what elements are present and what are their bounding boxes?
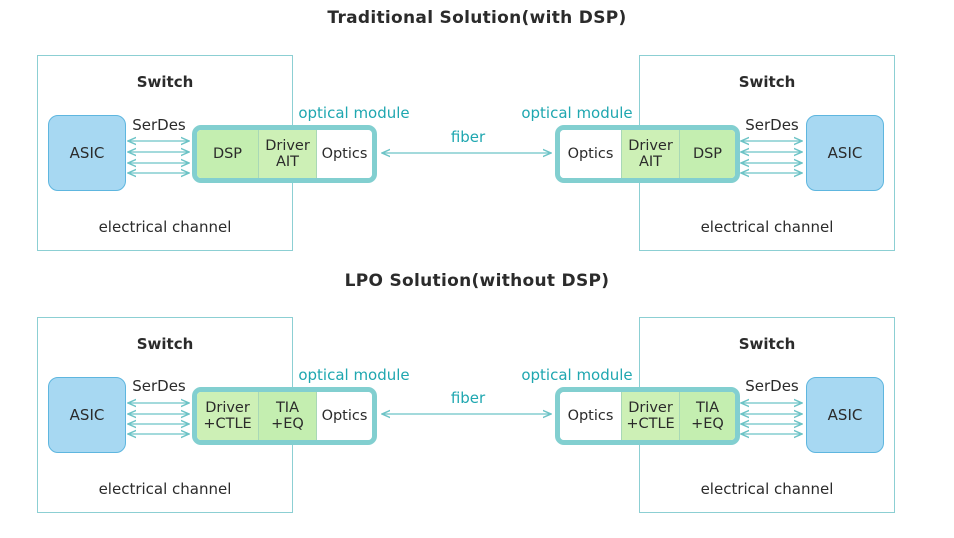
asic-label: ASIC	[69, 406, 105, 424]
asic-label: ASIC	[827, 144, 863, 162]
switch-label: Switch	[136, 73, 194, 91]
asic-label: ASIC	[69, 144, 105, 162]
optical-module-label-right-top: optical module	[521, 104, 633, 122]
driver-ctle-block: Driver +CTLE	[197, 392, 258, 440]
electrical-channel-label: electrical channel	[700, 480, 834, 498]
dsp-block: DSP	[197, 130, 258, 178]
driver-ctle-block: Driver +CTLE	[621, 392, 679, 440]
asic-chip-right-bottom: ASIC	[806, 377, 884, 453]
fiber-label-top: fiber	[450, 128, 486, 146]
electrical-channel-label: electrical channel	[700, 218, 834, 236]
switch-label: Switch	[738, 73, 796, 91]
optical-module-label-right-bottom: optical module	[521, 366, 633, 384]
tia-eq-block: TIA +EQ	[679, 392, 735, 440]
serdes-label-right-top: SerDes	[745, 116, 799, 134]
electrical-channel-label: electrical channel	[98, 480, 232, 498]
optics-block: Optics	[560, 130, 621, 178]
serdes-label-left-top: SerDes	[132, 116, 186, 134]
switch-label: Switch	[136, 335, 194, 353]
tia-eq-block: TIA +EQ	[258, 392, 316, 440]
asic-label: ASIC	[827, 406, 863, 424]
electrical-channel-label: electrical channel	[98, 218, 232, 236]
optical-module-right-bottom: Optics Driver +CTLE TIA +EQ	[555, 387, 740, 445]
optical-module-label-left-bottom: optical module	[298, 366, 410, 384]
asic-chip-left-bottom: ASIC	[48, 377, 126, 453]
fiber-label-bottom: fiber	[450, 389, 486, 407]
serdes-label-right-bottom: SerDes	[745, 377, 799, 395]
asic-chip-left-top: ASIC	[48, 115, 126, 191]
serdes-label-left-bottom: SerDes	[132, 377, 186, 395]
diagram-title-lpo: LPO Solution(without DSP)	[344, 271, 610, 291]
optical-module-left-top: DSP Driver AIT Optics	[192, 125, 377, 183]
optics-block: Optics	[316, 392, 372, 440]
optics-block: Optics	[560, 392, 621, 440]
asic-chip-right-top: ASIC	[806, 115, 884, 191]
diagram-title-traditional: Traditional Solution(with DSP)	[327, 8, 627, 28]
optical-module-left-bottom: Driver +CTLE TIA +EQ Optics	[192, 387, 377, 445]
driver-ait-block: Driver AIT	[621, 130, 679, 178]
optical-module-label-left-top: optical module	[298, 104, 410, 122]
switch-label: Switch	[738, 335, 796, 353]
driver-ait-block: Driver AIT	[258, 130, 316, 178]
dsp-block: DSP	[679, 130, 735, 178]
optical-module-right-top: Optics Driver AIT DSP	[555, 125, 740, 183]
optics-block: Optics	[316, 130, 372, 178]
